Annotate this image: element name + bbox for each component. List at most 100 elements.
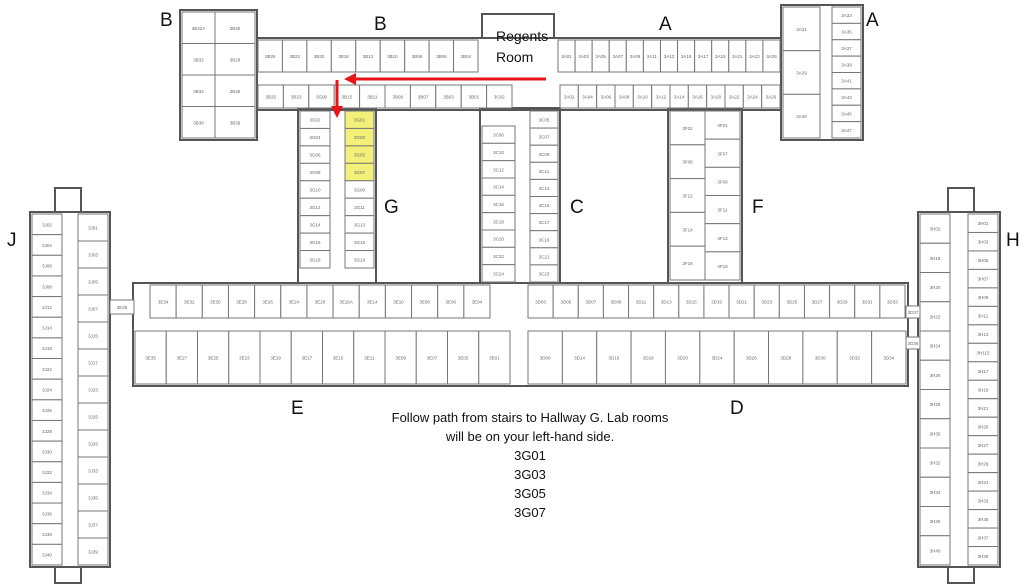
room-label: 3J28 [42, 429, 52, 434]
room-label: 3E26 [262, 300, 273, 305]
room-3e16a: 3E16A [332, 284, 360, 319]
room-label: 3B10 [387, 54, 398, 59]
room-label: 3B38 [193, 120, 204, 125]
room-3d14: 3D14 [561, 330, 598, 385]
room-label: 3G08 [309, 170, 321, 175]
wing-label-g: G [384, 197, 399, 218]
room-label: 3B04 [461, 54, 472, 59]
room-3a15: 3A15 [677, 39, 696, 73]
room-label: 3D20 [677, 356, 688, 361]
room-3d03: 3D03 [527, 284, 554, 319]
room-label: 3J08 [42, 284, 52, 289]
room-3j08: 3J08 [31, 275, 63, 298]
room-label: 3B12 [363, 54, 374, 59]
room-3h02: 3H02 [919, 213, 951, 244]
room-3h30: 3H30 [919, 418, 951, 449]
room-3j12: 3J12 [31, 296, 63, 318]
room-3e25: 3E25 [197, 330, 230, 385]
room-label: 3J06 [42, 264, 52, 269]
room-label: 3A43 [841, 95, 852, 100]
room-label: 3A40 [796, 114, 807, 119]
room-3g19: 3G19 [344, 250, 375, 269]
room-3g01: 3G01 [344, 110, 375, 129]
room-label: 3D14 [574, 356, 585, 361]
room-3d13: 3D13 [653, 284, 680, 319]
room-label: 3B32A [192, 26, 206, 31]
room-3b32: 3B32 [181, 43, 216, 76]
room-3f12: 3F12 [669, 178, 706, 213]
room-label: 3G14 [309, 222, 321, 227]
room-label: 3C06 [493, 133, 504, 138]
room-label: 3E34 [158, 300, 169, 305]
room-3a37: 3A37 [831, 39, 862, 57]
room-label: 3B08 [412, 54, 423, 59]
stair-j-top [54, 187, 82, 213]
room-3h11: 3H11 [967, 305, 999, 326]
room-3b25: 3B25 [257, 84, 284, 109]
room-3e08: 3E08 [411, 284, 439, 319]
room-label: 3J38 [42, 532, 52, 537]
room-3f01: 3F01 [704, 110, 741, 140]
room-3d28: 3D28 [768, 330, 804, 385]
room-label: 3D23 [761, 300, 772, 305]
room-label: 3C13 [539, 186, 550, 191]
room-3e30: 3E30 [201, 284, 229, 319]
room-label: 3A14 [674, 95, 685, 100]
room-3j37: 3J37 [77, 510, 109, 539]
room-label: 3E06 [446, 300, 457, 305]
room-3d19: 3D19 [703, 284, 730, 319]
room-3b03: 3B03 [435, 84, 462, 109]
room-3a08: 3A08 [614, 84, 634, 109]
room-3j34: 3J34 [31, 481, 63, 504]
room-3h20: 3H20 [919, 272, 951, 303]
lab-room-3g05: 3G05 [514, 486, 546, 501]
room-3b09: 3B09 [384, 84, 411, 109]
wing-label-h: H [1006, 230, 1020, 251]
room-3d16: 3D16 [596, 330, 632, 385]
room-3b36: 3B36 [214, 74, 256, 107]
room-3c07: 3C07 [529, 127, 559, 146]
room-label: 3E01 [489, 356, 500, 361]
room-3j18: 3J18 [31, 337, 63, 360]
room-3b30: 3B30 [214, 11, 256, 44]
room-label: 3A21 [732, 54, 743, 59]
room-label: 3E09 [395, 356, 406, 361]
room-label: 3J15 [88, 334, 98, 339]
room-3g07: 3G07 [344, 162, 375, 182]
room-label: 3A15 [681, 54, 692, 59]
room-label: 3H29 [978, 461, 989, 466]
room-3e11: 3E11 [353, 330, 386, 385]
room-3d32: 3D32 [836, 330, 873, 385]
room-label: 3C15 [539, 203, 550, 208]
room-3g09: 3G09 [344, 180, 375, 199]
room-3b34: 3B34 [181, 74, 216, 107]
room-label: 3B28 [230, 57, 241, 62]
room-label: 3B03 [443, 95, 454, 100]
room-label: 3D21 [736, 300, 747, 305]
room-label: 3F19 [717, 264, 728, 269]
room-3b16: 3B16 [330, 39, 357, 73]
room-label: 3H115 [977, 351, 990, 356]
room-label: 3A13 [664, 54, 675, 59]
room-3b28: 3B28 [214, 43, 256, 76]
stair-j-bottom [54, 566, 82, 584]
room-label: 3H24 [930, 344, 941, 349]
room-label: 3C14 [493, 185, 504, 190]
room-3b23: 3B23 [282, 84, 310, 109]
room-label: 3E15 [333, 356, 344, 361]
room-3h13: 3H13 [967, 324, 999, 344]
room-3d25: 3D25 [778, 284, 805, 319]
room-label: 3H09 [978, 295, 989, 300]
room-label: 3A25 [766, 54, 777, 59]
room-3h115: 3H115 [967, 342, 999, 363]
room-label: 3E19 [270, 356, 281, 361]
room-label: 3J40 [42, 553, 52, 558]
room-label: 3A07 [613, 54, 624, 59]
room-label: 3C18 [493, 219, 504, 224]
room-3a47: 3A47 [831, 121, 862, 139]
room-3a25: 3A25 [762, 39, 781, 73]
room-label: 3D28 [780, 356, 791, 361]
room-3c24: 3C24 [481, 264, 516, 283]
room-3c20: 3C20 [481, 229, 516, 248]
